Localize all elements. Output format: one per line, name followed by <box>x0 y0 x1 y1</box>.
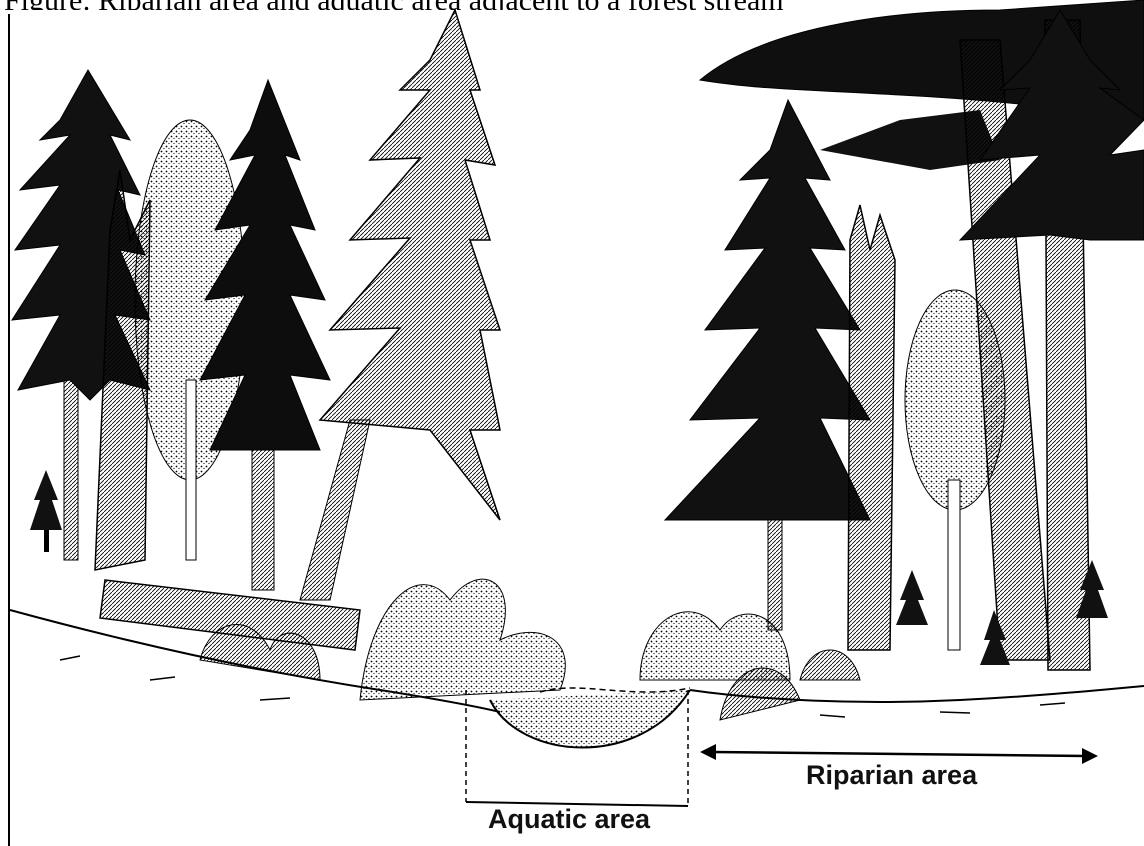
riparian-area-label: Riparian area <box>806 760 977 791</box>
aquatic-area-label: Aquatic area <box>488 804 650 835</box>
stream-channel <box>490 688 690 748</box>
snag-tree <box>848 205 895 650</box>
right-forest <box>640 0 1144 720</box>
conifer-tree <box>300 10 500 600</box>
small-conifer <box>30 470 62 552</box>
conifer-tree <box>665 100 870 630</box>
left-forest <box>12 10 565 700</box>
